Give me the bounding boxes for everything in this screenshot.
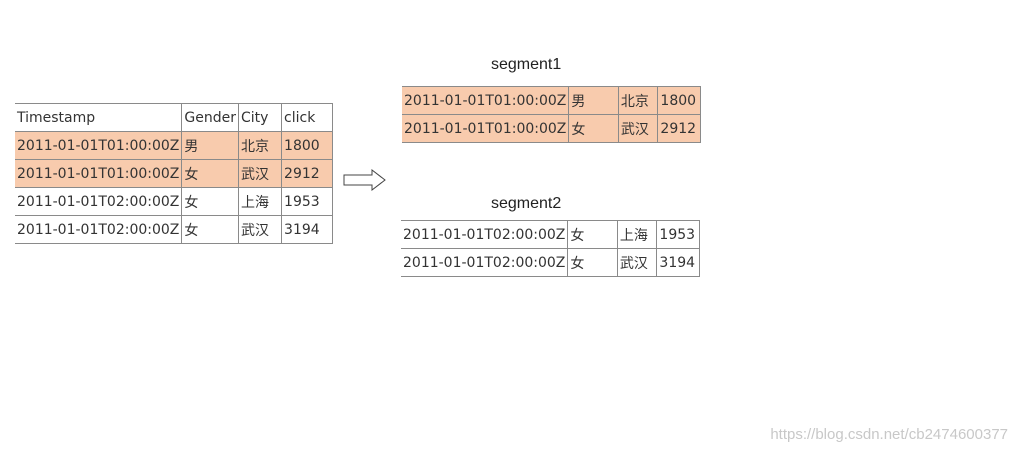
cell-gender: 男 xyxy=(568,86,619,115)
cell-timestamp: 2011-01-01T01:00:00Z xyxy=(402,86,569,115)
cell-timestamp: 2011-01-01T01:00:00Z xyxy=(15,159,182,188)
table-row: 2011-01-01T01:00:00Z 女 武汉 2912 xyxy=(402,114,701,143)
table-row: 2011-01-01T01:00:00Z 男 北京 1800 xyxy=(15,131,333,160)
cell-click: 1800 xyxy=(281,131,333,160)
cell-city: 上海 xyxy=(237,187,282,216)
cell-gender: 女 xyxy=(181,159,239,188)
cell-gender: 女 xyxy=(567,220,618,249)
cell-gender: 女 xyxy=(181,187,239,216)
header-cell-click: click xyxy=(281,103,333,132)
cell-click: 1800 xyxy=(657,86,701,115)
table-row: 2011-01-01T02:00:00Z 女 武汉 3194 xyxy=(15,215,333,244)
header-cell-timestamp: Timestamp xyxy=(15,103,182,132)
segment1-table: 2011-01-01T01:00:00Z 男 北京 1800 2011-01-0… xyxy=(402,86,701,143)
table-row: 2011-01-01T02:00:00Z 女 武汉 3194 xyxy=(401,248,700,277)
table-row: 2011-01-01T02:00:00Z 女 上海 1953 xyxy=(401,220,700,249)
right-arrow-icon xyxy=(343,169,386,191)
cell-gender: 女 xyxy=(181,215,239,244)
cell-city: 上海 xyxy=(616,220,657,249)
watermark: https://blog.csdn.net/cb2474600377 xyxy=(770,426,1008,443)
cell-city: 北京 xyxy=(237,131,282,160)
source-table: Timestamp Gender City click 2011-01-01T0… xyxy=(15,103,333,244)
segment1-title: segment1 xyxy=(491,56,562,73)
table-header-row: Timestamp Gender City click xyxy=(15,103,333,132)
cell-city: 武汉 xyxy=(617,114,658,143)
cell-timestamp: 2011-01-01T02:00:00Z xyxy=(15,215,182,244)
cell-timestamp: 2011-01-01T02:00:00Z xyxy=(401,220,568,249)
cell-click: 1953 xyxy=(656,220,700,249)
table-row: 2011-01-01T01:00:00Z 男 北京 1800 xyxy=(402,86,701,115)
cell-timestamp: 2011-01-01T01:00:00Z xyxy=(402,114,569,143)
cell-gender: 女 xyxy=(567,248,618,277)
segment2-table: 2011-01-01T02:00:00Z 女 上海 1953 2011-01-0… xyxy=(401,220,700,277)
cell-city: 武汉 xyxy=(237,215,282,244)
header-cell-gender: Gender xyxy=(181,103,239,132)
cell-timestamp: 2011-01-01T01:00:00Z xyxy=(15,131,182,160)
cell-click: 3194 xyxy=(281,215,333,244)
cell-click: 2912 xyxy=(281,159,333,188)
cell-gender: 男 xyxy=(181,131,239,160)
cell-gender: 女 xyxy=(568,114,619,143)
cell-city: 北京 xyxy=(617,86,658,115)
cell-click: 1953 xyxy=(281,187,333,216)
cell-timestamp: 2011-01-01T02:00:00Z xyxy=(15,187,182,216)
table-row: 2011-01-01T02:00:00Z 女 上海 1953 xyxy=(15,187,333,216)
cell-city: 武汉 xyxy=(616,248,657,277)
header-cell-city: City xyxy=(237,103,282,132)
cell-click: 3194 xyxy=(656,248,700,277)
segment2-title: segment2 xyxy=(491,195,562,212)
cell-click: 2912 xyxy=(657,114,701,143)
cell-city: 武汉 xyxy=(237,159,282,188)
cell-timestamp: 2011-01-01T02:00:00Z xyxy=(401,248,568,277)
table-row: 2011-01-01T01:00:00Z 女 武汉 2912 xyxy=(15,159,333,188)
